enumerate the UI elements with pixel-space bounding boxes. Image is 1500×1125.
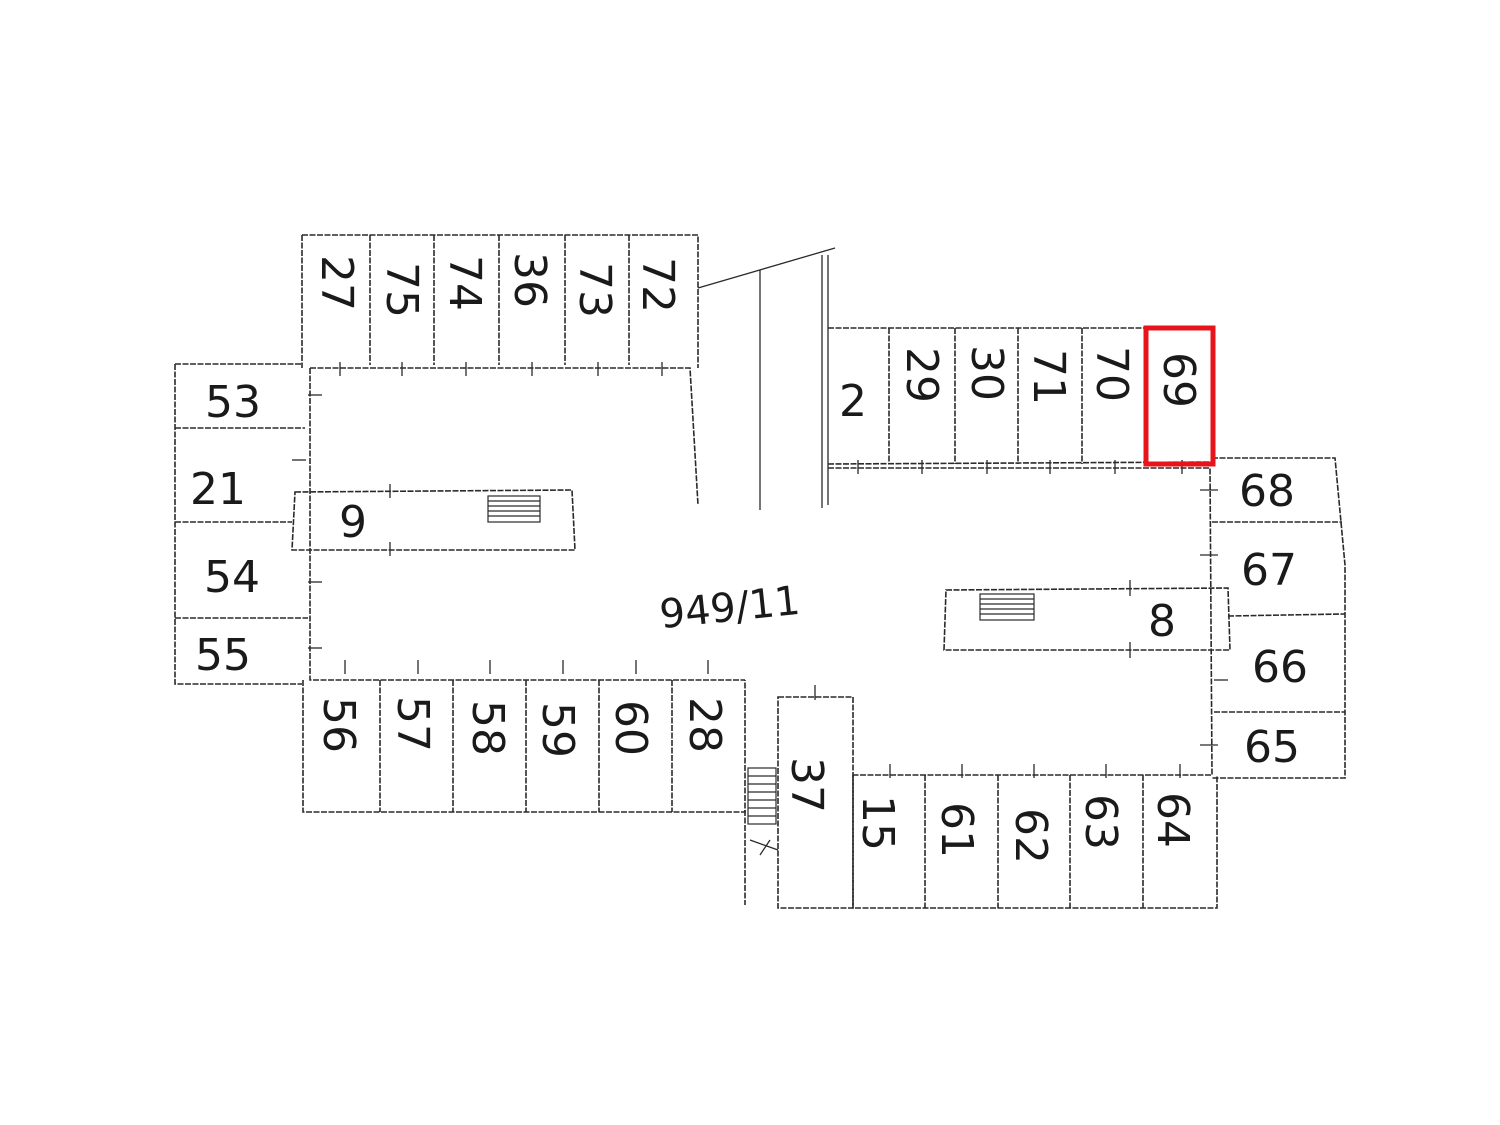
unit-57[interactable]: [380, 680, 453, 812]
stair-symbol-right: [979, 593, 1035, 621]
unit-label: 64: [1147, 792, 1198, 848]
unit-64[interactable]: [1143, 775, 1217, 908]
plan-walls: [174, 234, 1346, 909]
unit-27[interactable]: [302, 235, 370, 365]
unit-label: 28: [679, 697, 730, 753]
unit-15[interactable]: [853, 775, 925, 908]
unit-37[interactable]: [778, 697, 853, 908]
unit-68[interactable]: [1212, 458, 1340, 522]
unit-67[interactable]: [1212, 522, 1345, 615]
unit-label: 56: [313, 697, 364, 753]
unit-label: 71: [1023, 349, 1074, 405]
unit-label: 72: [632, 257, 683, 313]
unit-8[interactable]: [944, 588, 1230, 650]
unit-28[interactable]: [672, 680, 745, 812]
unit-label: 53: [205, 377, 261, 428]
unit-66[interactable]: [1228, 615, 1345, 712]
unit-label: 21: [190, 464, 246, 515]
unit-label: 30: [961, 345, 1012, 401]
unit-73[interactable]: [565, 235, 629, 365]
unit-labels: 27 75 74 36 73 72 2 29 30 71 70 69 53 21…: [190, 252, 1308, 864]
unit-label: 37: [781, 757, 832, 813]
unit-60[interactable]: [599, 680, 672, 812]
unit-61[interactable]: [925, 775, 998, 908]
unit-label: 62: [1005, 808, 1056, 864]
unit-label: 65: [1244, 722, 1300, 773]
unit-label: 15: [852, 795, 903, 851]
unit-label: 57: [387, 696, 438, 752]
stair-symbol-bottom: [747, 767, 779, 856]
unit-label: 2: [839, 376, 867, 427]
unit-71[interactable]: [1018, 328, 1082, 464]
unit-label: 66: [1252, 642, 1308, 693]
unit-36[interactable]: [499, 235, 565, 365]
unit-label: 69: [1153, 352, 1204, 408]
unit-69[interactable]: [1146, 328, 1213, 464]
unit-56[interactable]: [303, 680, 380, 812]
unit-59[interactable]: [526, 680, 599, 812]
highlight-box: [1143, 325, 1216, 467]
unit-label: 63: [1075, 794, 1126, 850]
unit-label: 68: [1239, 466, 1295, 517]
unit-label: 74: [439, 255, 490, 311]
unit-label: 59: [532, 702, 583, 758]
unit-label: 8: [1148, 596, 1176, 647]
unit-label: 29: [896, 347, 947, 403]
unit-30[interactable]: [955, 328, 1018, 464]
unit-54[interactable]: [175, 522, 308, 618]
unit-label: 73: [569, 262, 620, 318]
unit-72[interactable]: [629, 235, 698, 365]
unit-21[interactable]: [175, 428, 292, 522]
unit-label: 58: [462, 700, 513, 756]
unit-label: 54: [204, 552, 260, 603]
unit-70[interactable]: [1082, 328, 1146, 464]
unit-label: 70: [1086, 346, 1137, 402]
unit-label: 27: [311, 255, 362, 311]
unit-75[interactable]: [370, 235, 434, 365]
unit-label: 36: [504, 252, 555, 308]
unit-2[interactable]: [828, 328, 889, 464]
unit-9[interactable]: [292, 490, 575, 550]
unit-58[interactable]: [453, 680, 526, 812]
plan-ticks: [292, 362, 1228, 778]
unit-74[interactable]: [434, 235, 499, 365]
unit-65[interactable]: [1214, 712, 1345, 778]
unit-label: 55: [195, 630, 251, 681]
unit-label: 75: [376, 262, 427, 318]
unit-label: 61: [931, 802, 982, 858]
unit-29[interactable]: [889, 328, 955, 464]
unit-label: 9: [339, 497, 367, 548]
parcel-number: 949/11: [657, 578, 802, 638]
unit-53[interactable]: [175, 364, 305, 428]
unit-63[interactable]: [1070, 775, 1143, 908]
unit-label: 67: [1241, 545, 1297, 596]
unit-62[interactable]: [998, 775, 1070, 908]
stair-symbol-left: [487, 495, 541, 523]
unit-55[interactable]: [175, 618, 303, 684]
unit-label: 60: [605, 700, 656, 756]
